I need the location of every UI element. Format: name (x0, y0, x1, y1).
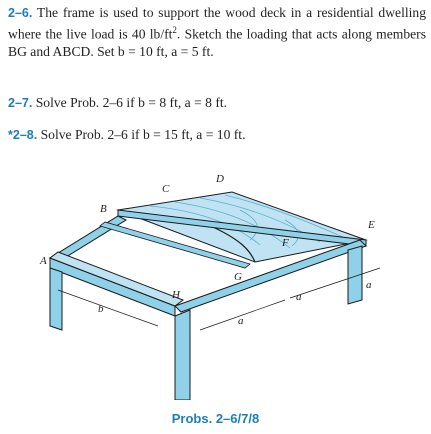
problem-text-cont: . Sketch the loading that acts along mem… (8, 26, 426, 59)
label-D: D (215, 173, 224, 185)
beam-right (174, 239, 367, 313)
problem-2-8: *2–8. Solve Prob. 2–6 if b = 15 ft, a = … (8, 126, 426, 144)
post-left (49, 267, 63, 331)
label-H: H (171, 289, 181, 301)
label-a-right: a (366, 279, 372, 291)
label-C: C (162, 183, 170, 195)
label-G: G (234, 271, 242, 283)
problem-text: Solve Prob. 2–6 if b = 8 ft, a = 8 ft. (35, 95, 228, 110)
frame-figure: A B C D E F G H b a a a (39, 173, 381, 400)
label-E: E (367, 219, 375, 231)
label-a-front: a (238, 315, 244, 327)
problem-2-6: 2–6. The frame is used to support the wo… (8, 4, 426, 60)
dimension-lines (57, 267, 381, 331)
label-A: A (39, 255, 47, 267)
beam-front-top (48, 251, 185, 307)
label-B: B (100, 203, 107, 215)
problem-number: *2–8. (8, 128, 38, 142)
joist-bg (99, 221, 251, 269)
problem-text: Solve Prob. 2–6 if b = 15 ft, a = 10 ft. (40, 127, 246, 142)
problem-number: 2–6. (8, 6, 33, 20)
label-a-middle: a (296, 291, 302, 303)
post-right (347, 245, 363, 305)
problem-number: 2–7. (8, 96, 33, 110)
label-b: b (98, 303, 104, 315)
superscript: 2 (172, 25, 177, 35)
beam-front (49, 257, 176, 317)
problem-text: The frame is used to support the wood de… (8, 5, 426, 42)
label-F: F (281, 237, 289, 249)
problem-2-7: 2–7. Solve Prob. 2–6 if b = 8 ft, a = 8 … (8, 94, 426, 112)
figure-caption: Probs. 2–6/7/8 (171, 411, 260, 426)
post-front (174, 309, 191, 400)
